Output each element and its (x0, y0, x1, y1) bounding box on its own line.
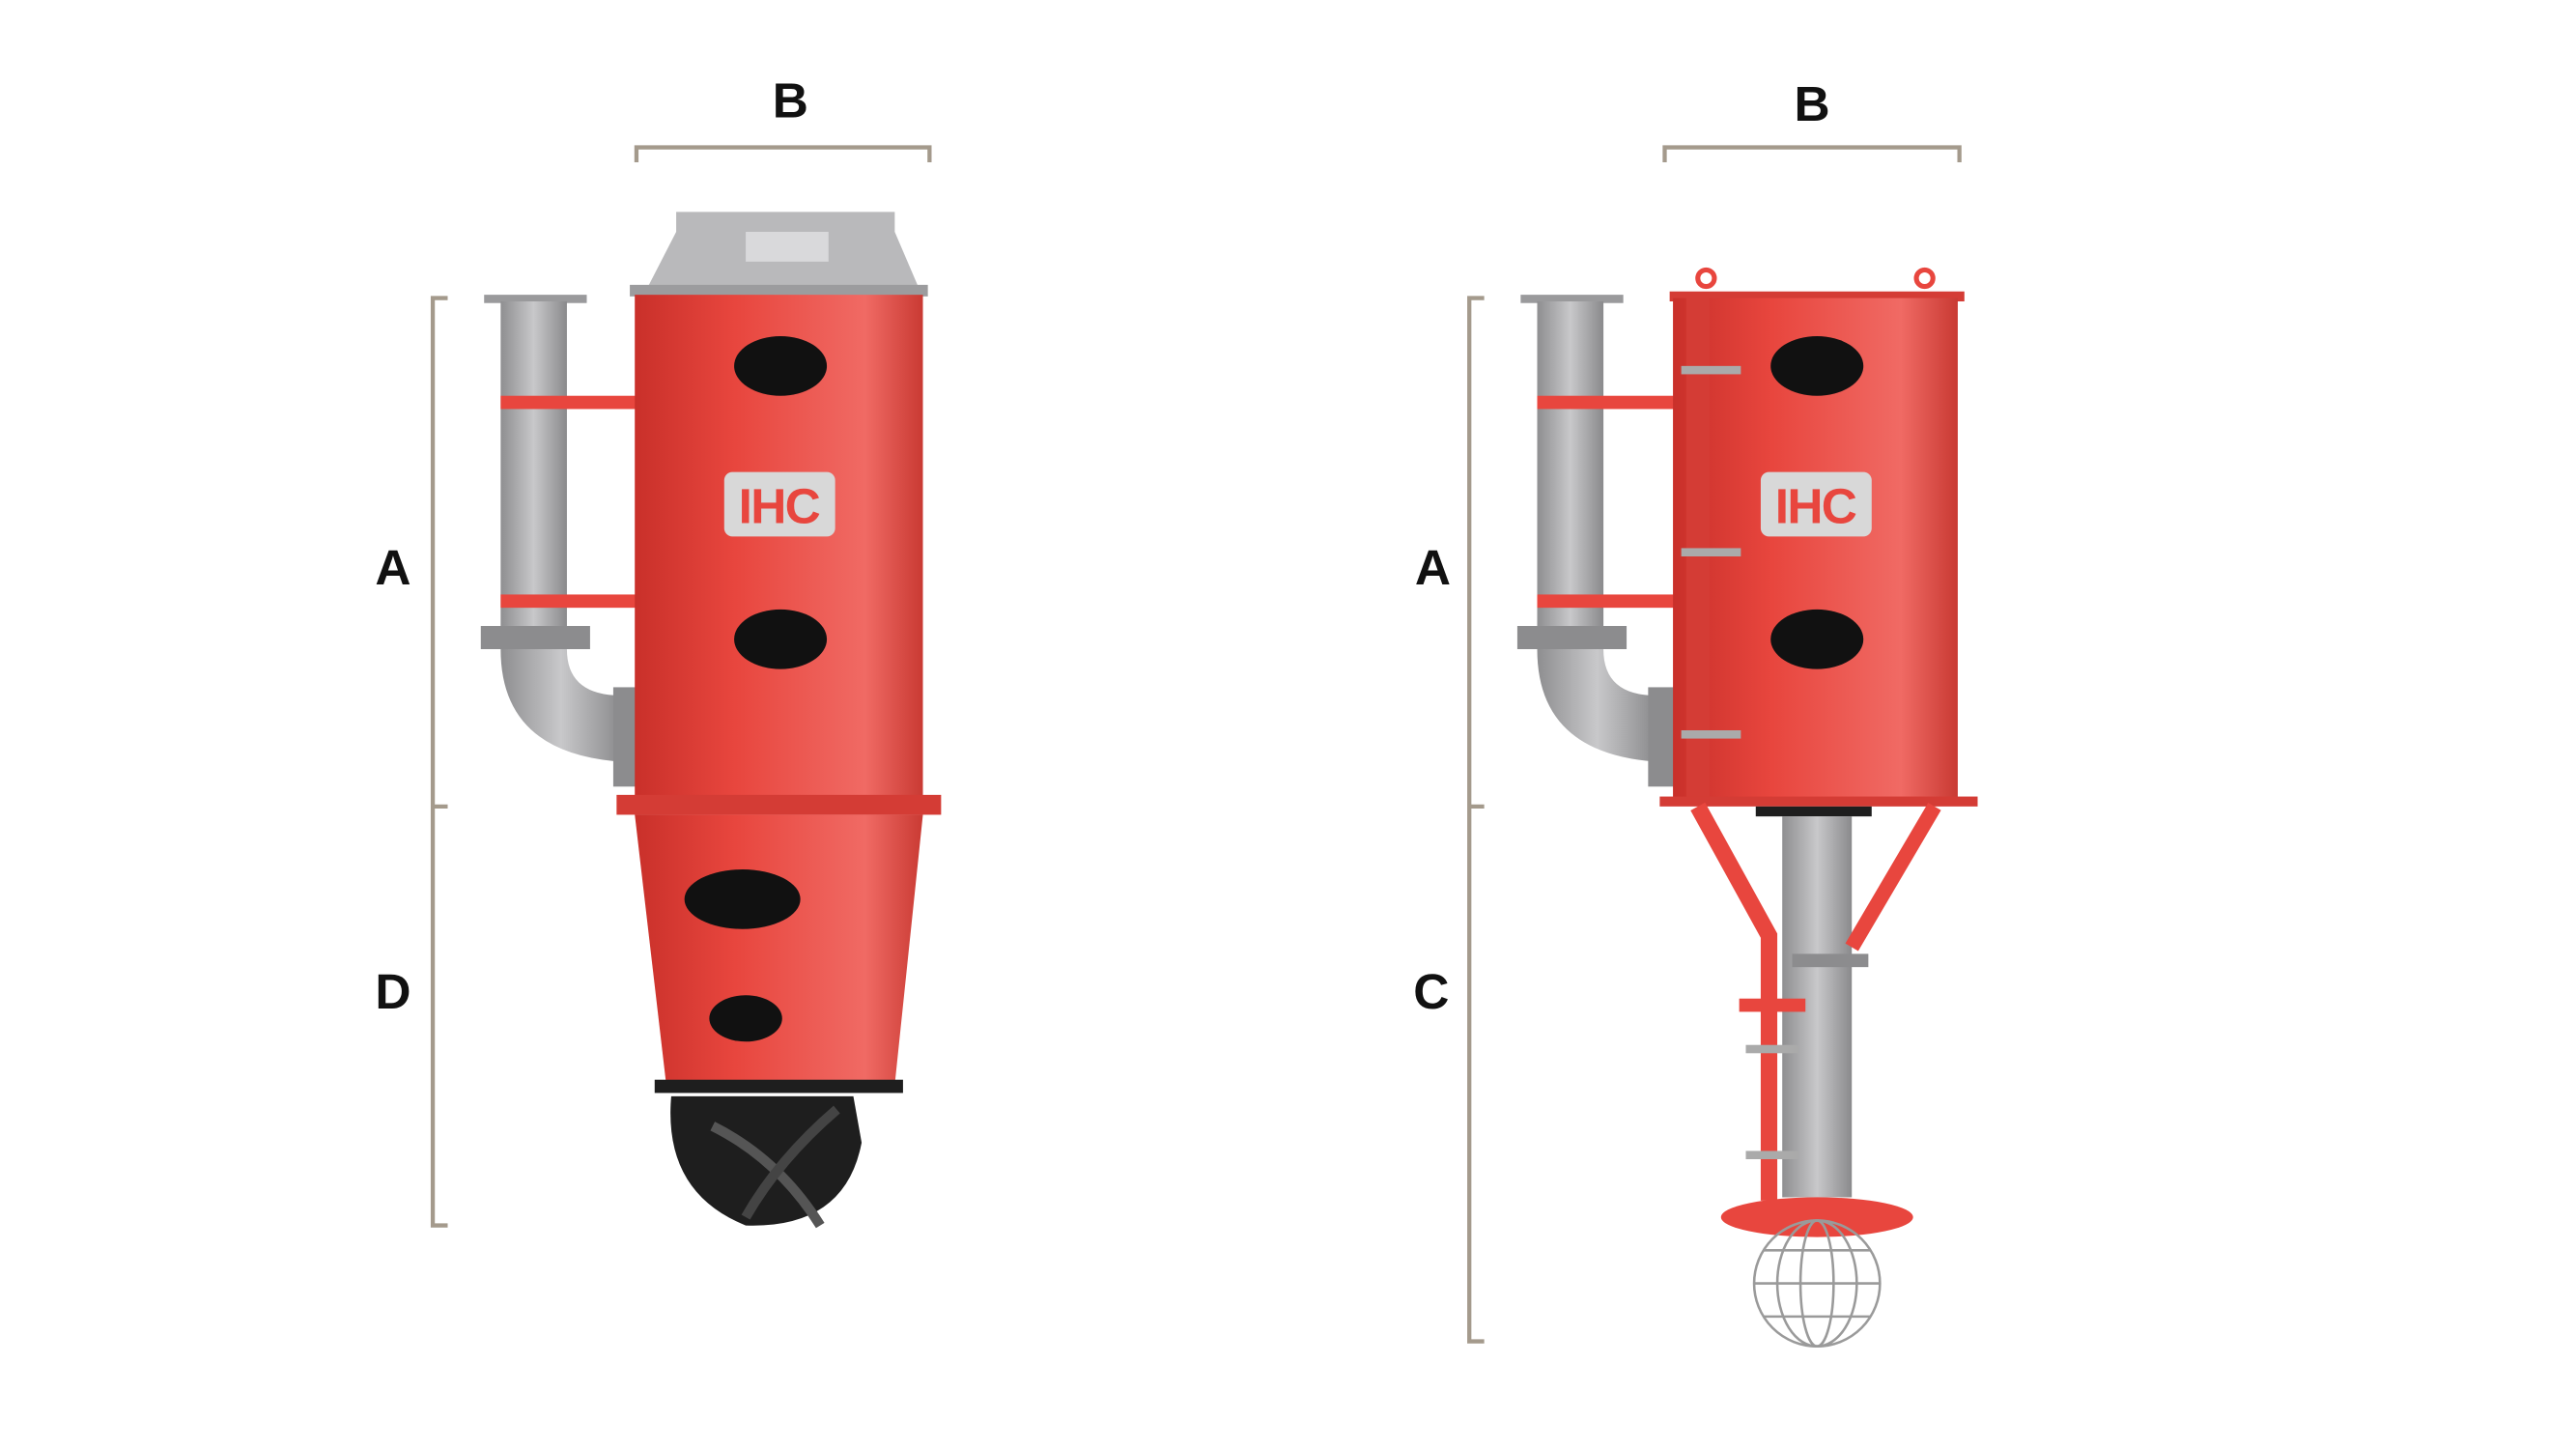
opening (734, 336, 828, 396)
svg-text:IHC: IHC (739, 478, 820, 534)
support-struts (1690, 802, 1941, 1201)
discharge-pipe (1516, 295, 1686, 787)
label-b: B (773, 72, 808, 128)
suction-cage (1752, 1219, 1882, 1348)
dimension-b-right: B (1662, 75, 1962, 162)
opening (1770, 336, 1864, 396)
dimension-a-c-right: A C (1413, 296, 1485, 1344)
label-d: D (375, 963, 410, 1019)
label-c: C (1413, 963, 1449, 1019)
suction-ring (1720, 1197, 1913, 1237)
flange (616, 794, 942, 815)
ihc-logo: IHC (1760, 471, 1872, 537)
dimension-b-left: B (634, 72, 932, 162)
opening (734, 609, 828, 669)
svg-text:IHC: IHC (1775, 478, 1856, 534)
label-a: A (375, 539, 410, 595)
opening (1770, 609, 1864, 669)
label-b: B (1795, 75, 1830, 131)
dimension-a-d-left: A D (375, 296, 448, 1228)
suction-cone (635, 814, 923, 1085)
left-pump: B A D IHC (375, 72, 942, 1229)
discharge-pipe (480, 295, 650, 787)
right-pump: B A C IHC (1413, 75, 1978, 1348)
cutter-head (670, 1095, 863, 1229)
label-a: A (1415, 539, 1451, 595)
ihc-logo: IHC (723, 471, 835, 537)
